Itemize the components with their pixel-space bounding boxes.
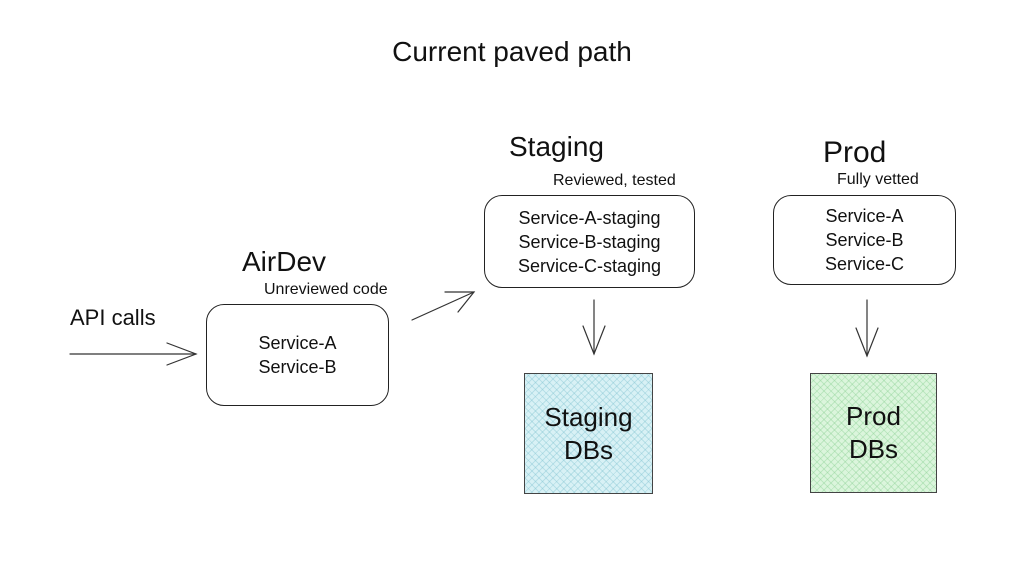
staging-note: Reviewed, tested bbox=[553, 172, 676, 189]
airdev-services-box: Service-A Service-B bbox=[206, 304, 389, 406]
staging-db-label: Staging bbox=[544, 401, 633, 432]
prod-heading: Prod bbox=[823, 136, 887, 169]
staging-db-label: DBs bbox=[563, 434, 614, 465]
prod-service-item: Service-B bbox=[825, 230, 904, 250]
airdev-service-item: Service-B bbox=[258, 357, 337, 377]
airdev-to-staging-arrow bbox=[411, 291, 476, 321]
staging-services-box: Service-A-staging Service-B-staging Serv… bbox=[484, 195, 695, 288]
prod-to-db-arrow bbox=[855, 299, 879, 358]
api-calls-label: API calls bbox=[70, 305, 156, 330]
prod-note: Fully vetted bbox=[837, 171, 919, 188]
airdev-heading: AirDev bbox=[242, 246, 327, 277]
prod-service-item: Service-C bbox=[824, 254, 904, 274]
staging-service-item: Service-A-staging bbox=[518, 207, 661, 228]
airdev-note: Unreviewed code bbox=[264, 281, 388, 298]
staging-heading: Staging bbox=[509, 131, 604, 162]
prod-db-box: Prod DBs bbox=[810, 373, 937, 493]
prod-services-box: Service-A Service-B Service-C bbox=[773, 195, 956, 285]
staging-db-box: Staging DBs bbox=[524, 373, 653, 494]
airdev-service-item: Service-A bbox=[258, 333, 337, 353]
api-to-airdev-arrow bbox=[69, 342, 198, 366]
staging-service-item: Service-C-staging bbox=[517, 255, 662, 276]
prod-service-item: Service-A bbox=[825, 206, 904, 226]
diagram-title: Current paved path bbox=[392, 36, 632, 67]
staging-service-item: Service-B-staging bbox=[518, 231, 661, 252]
staging-to-db-arrow bbox=[582, 299, 606, 356]
prod-db-label: Prod bbox=[846, 401, 901, 431]
prod-db-label: DBs bbox=[848, 434, 899, 464]
